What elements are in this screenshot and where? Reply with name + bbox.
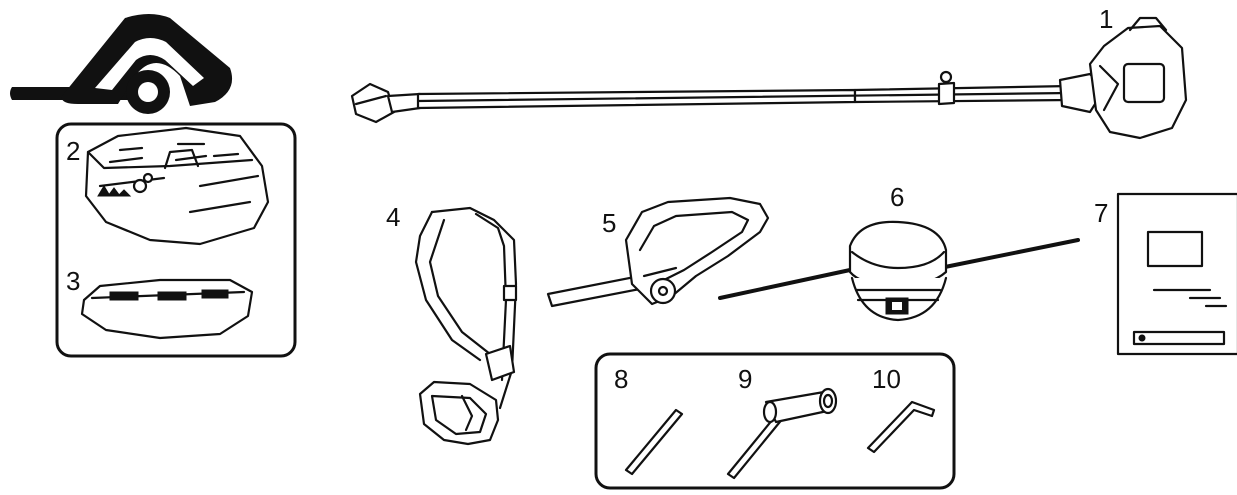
shoulder-harness <box>414 206 518 446</box>
logo-mark <box>10 14 233 114</box>
tools-frame <box>594 352 956 490</box>
part-number-10: 10 <box>872 364 901 394</box>
trimmer-main-unit <box>350 16 1188 140</box>
guard-parts-frame <box>55 122 297 358</box>
part-number-3: 3 <box>66 266 80 296</box>
part-number-8: 8 <box>614 364 628 394</box>
part-number-9: 9 <box>738 364 752 394</box>
trimmer-head <box>718 220 1080 322</box>
logo-arch-inner <box>95 38 204 90</box>
part-number-6: 6 <box>890 182 904 212</box>
guard-extension <box>80 278 254 340</box>
part-number-1: 1 <box>1099 4 1113 34</box>
part-number-5: 5 <box>602 208 616 238</box>
tool-rod <box>624 408 684 476</box>
part-number-7: 7 <box>1094 198 1108 228</box>
grass-guard <box>84 126 270 246</box>
logo-ring-hole <box>138 82 158 102</box>
part-number-2: 2 <box>66 136 80 166</box>
hex-key <box>866 400 936 454</box>
throttle-lever <box>939 70 953 84</box>
operator-manual <box>1116 192 1237 356</box>
spark-plug-wrench <box>726 387 838 480</box>
part-number-4: 4 <box>386 202 400 232</box>
loop-handle <box>546 196 770 308</box>
